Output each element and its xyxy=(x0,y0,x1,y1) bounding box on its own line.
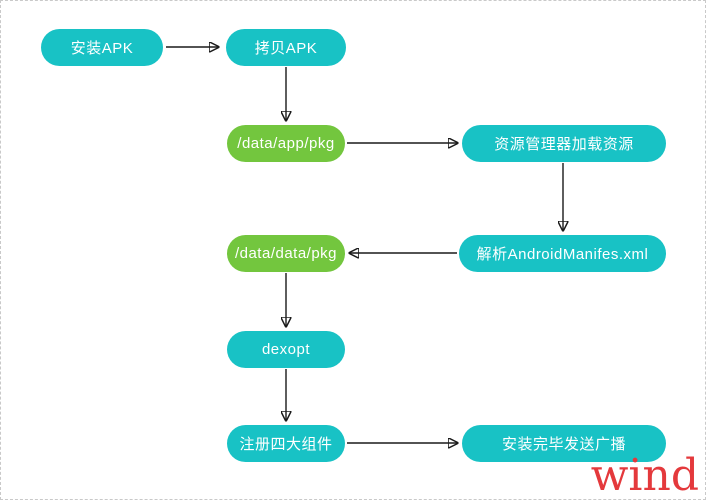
node-parse-manifest: 解析AndroidManifes.xml xyxy=(459,235,666,272)
node-resource-manager-load: 资源管理器加载资源 xyxy=(462,125,666,162)
watermark: wind xyxy=(590,449,699,500)
node-broadcast-complete: 安装完毕发送广播 xyxy=(462,425,666,462)
node-copy-apk: 拷贝APK xyxy=(226,29,346,66)
node-dexopt: dexopt xyxy=(227,331,345,368)
node-data-data-pkg: /data/data/pkg xyxy=(227,235,345,272)
node-register-components: 注册四大组件 xyxy=(227,425,345,462)
node-data-app-pkg: /data/app/pkg xyxy=(227,125,345,162)
node-install-apk: 安装APK xyxy=(41,29,163,66)
